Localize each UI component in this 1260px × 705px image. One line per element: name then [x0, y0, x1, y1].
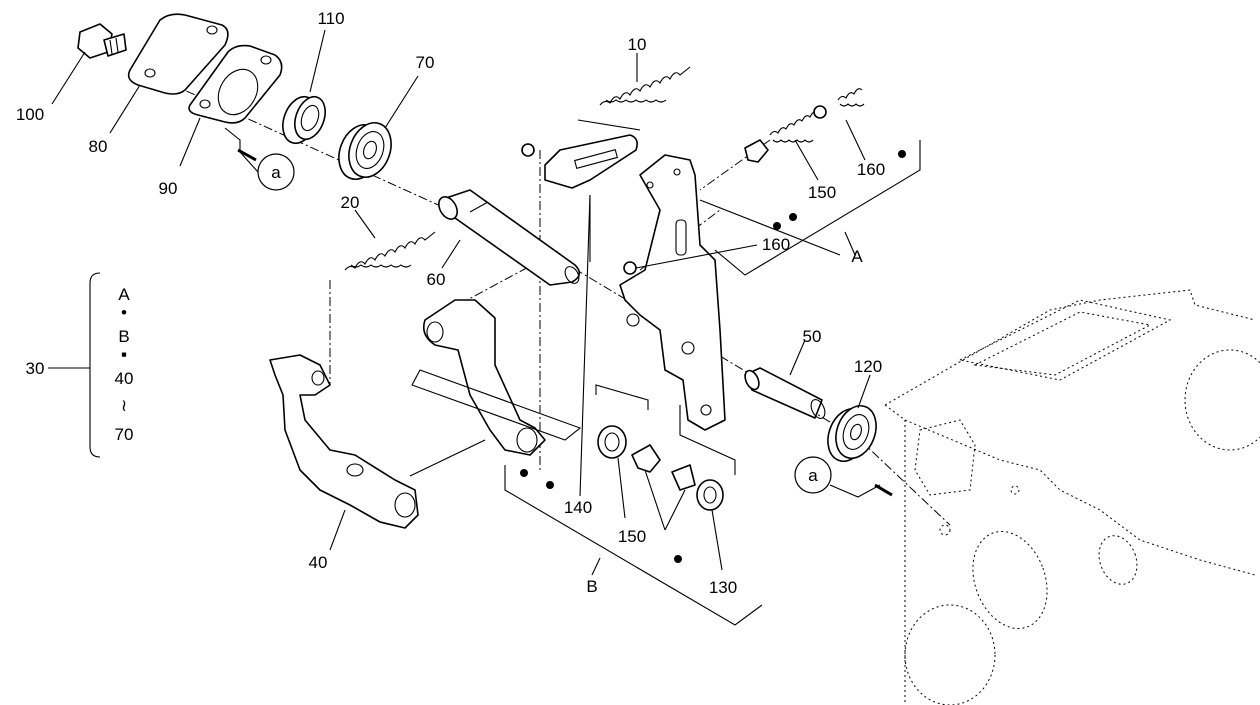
callout-140: 140 [564, 498, 592, 517]
bracket-140 [521, 134, 638, 189]
callout-160-middle: 160 [762, 235, 790, 254]
bolt-100 [77, 23, 127, 59]
callout-50: 50 [803, 327, 822, 346]
kit-legend-item-40: 40 [115, 369, 134, 388]
lever-arm [411, 299, 582, 456]
callout-20: 20 [341, 193, 360, 212]
callout-80: 80 [89, 137, 108, 156]
centerlines [139, 69, 951, 526]
bushing-110 [282, 95, 326, 145]
callout-labels: 10 20 30 40 50 60 70 80 90 100 110 120 1… [16, 9, 885, 597]
ref-a-bottom: a [794, 456, 893, 498]
callout-60: 60 [427, 270, 446, 289]
callout-130: 130 [709, 578, 737, 597]
leader-lines [51, 29, 871, 576]
kit-legend-item-b: B [118, 327, 129, 346]
callout-90: 90 [159, 179, 178, 198]
pin-50 [744, 367, 826, 419]
group-a-parts [623, 88, 865, 275]
callout-10: 10 [628, 35, 647, 54]
bearing-120 [827, 405, 877, 462]
gasket-90 [188, 44, 283, 124]
kit-legend-item-a: A [118, 285, 130, 304]
lever-plate [619, 154, 726, 431]
group-a-label: A [851, 247, 863, 266]
marker-dots [520, 150, 906, 563]
cover-plate-80 [127, 13, 229, 95]
callout-150-upper: 150 [808, 183, 836, 202]
ref-a-top-label: a [271, 163, 281, 182]
ref-a-bottom-label: a [808, 466, 818, 485]
callout-70: 70 [416, 53, 435, 72]
group-b-label: B [586, 577, 597, 596]
group-brackets [504, 119, 921, 626]
kit-legend-item-70: 70 [115, 425, 134, 444]
group-b-parts [597, 425, 724, 511]
kit-legend-sep-range: ≀ [121, 396, 127, 415]
callout-30: 30 [26, 359, 45, 378]
callout-150-lower: 150 [618, 527, 646, 546]
callout-100: 100 [16, 105, 44, 124]
ref-a-top: a [224, 127, 295, 191]
lever-40 [269, 354, 419, 529]
engine-housing [884, 289, 1260, 705]
callout-110: 110 [317, 9, 344, 28]
bearing-70 [338, 122, 392, 180]
kit-legend-sep-square: ▪ [121, 345, 127, 364]
spring-20 [344, 231, 436, 271]
spring-10 [599, 66, 691, 106]
kit-legend-30: A • B ▪ 40 ≀ 70 [48, 272, 134, 458]
callout-120: 120 [854, 357, 882, 376]
callout-160-upper: 160 [857, 160, 885, 179]
callout-40: 40 [309, 553, 328, 572]
kit-legend-sep-dot: • [121, 303, 127, 322]
shaft-60 [438, 189, 581, 286]
